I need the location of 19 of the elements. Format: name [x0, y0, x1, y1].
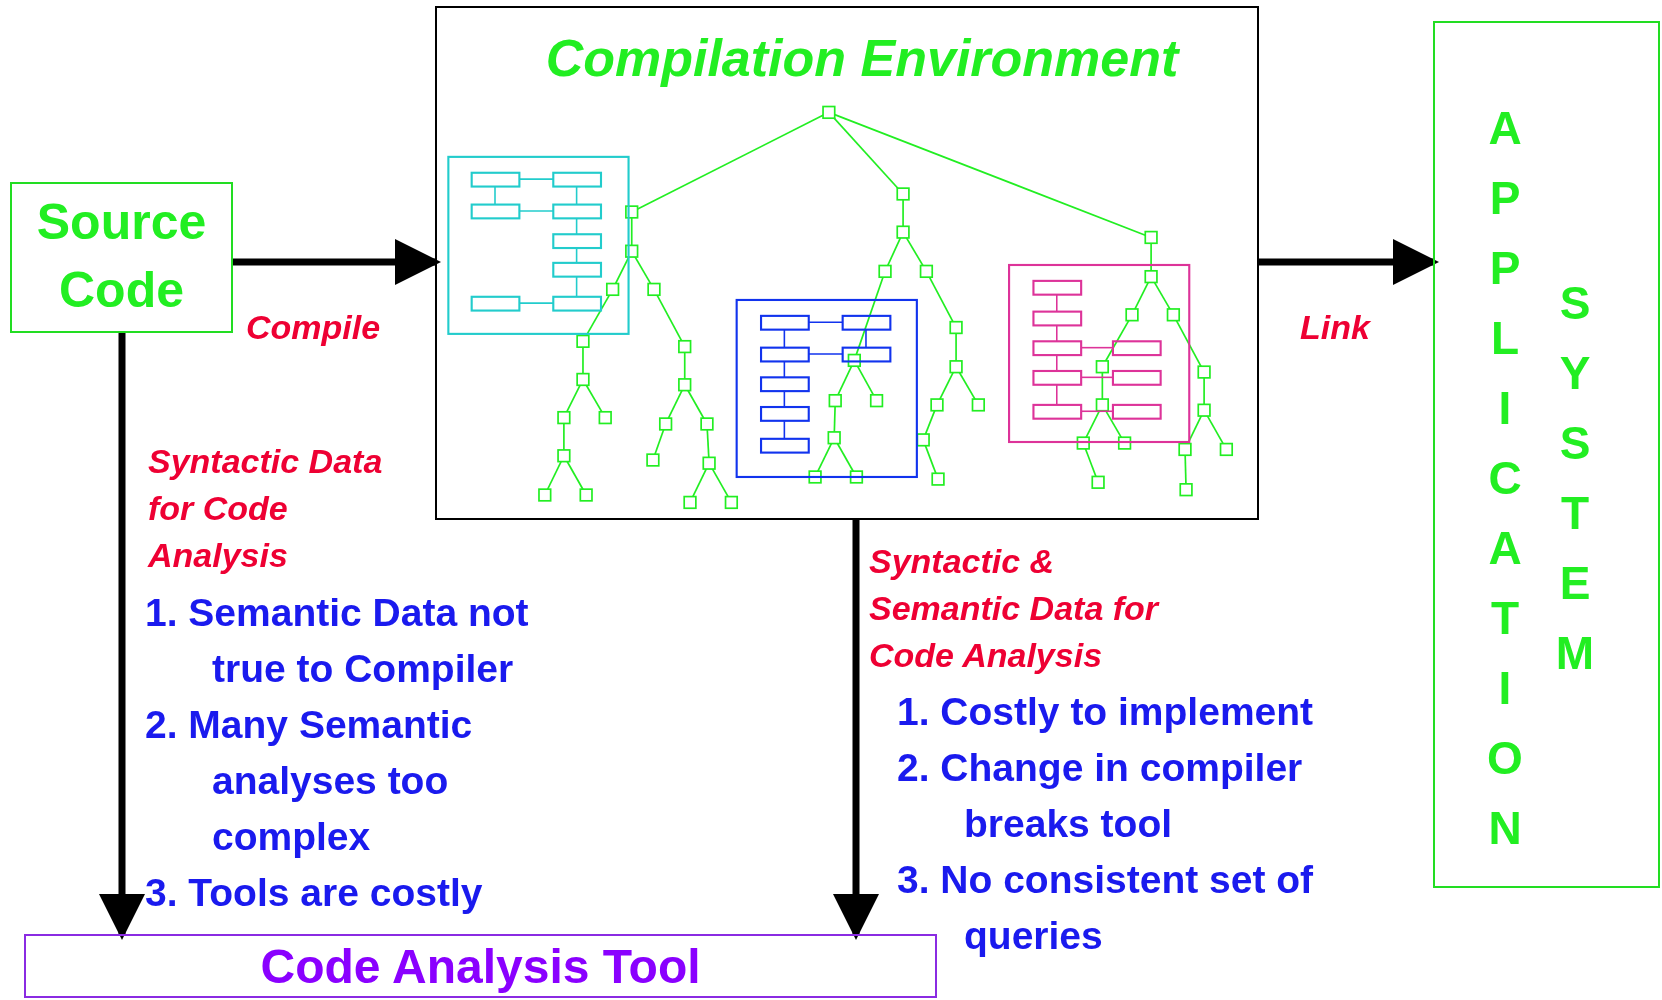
- list-item: 3. No consistent set of queries: [897, 857, 1315, 959]
- system-box: [1433, 21, 1660, 888]
- title: Compilation Environment: [544, 28, 1181, 88]
- vertical-title: APPLICATION: [1486, 101, 1524, 856]
- list-item: 2. Change in compiler breaks tool: [897, 745, 1304, 847]
- edge-label: Compile: [246, 307, 382, 348]
- vertical-title: SYSTEM: [1555, 276, 1595, 681]
- edge-label: Link: [1300, 307, 1372, 348]
- process-box: [10, 182, 233, 333]
- list-item: 1. Semantic Data not true to Compiler: [145, 590, 530, 692]
- list-item: 1. Costly to implement: [897, 689, 1315, 735]
- tool-box: [24, 934, 937, 998]
- list-item: 2. Many Semantic analyses too complex: [145, 702, 474, 860]
- node-label: Code Analysis Tool: [259, 939, 702, 994]
- environment-box: [435, 6, 1259, 520]
- list-item: 3. Tools are costly: [145, 870, 484, 916]
- edge-label: Syntactic & Semantic Data for Code Analysis: [869, 541, 1161, 676]
- edge-label: Syntactic Data for Code Analysis: [148, 441, 384, 576]
- node-label: Source Code: [35, 193, 208, 320]
